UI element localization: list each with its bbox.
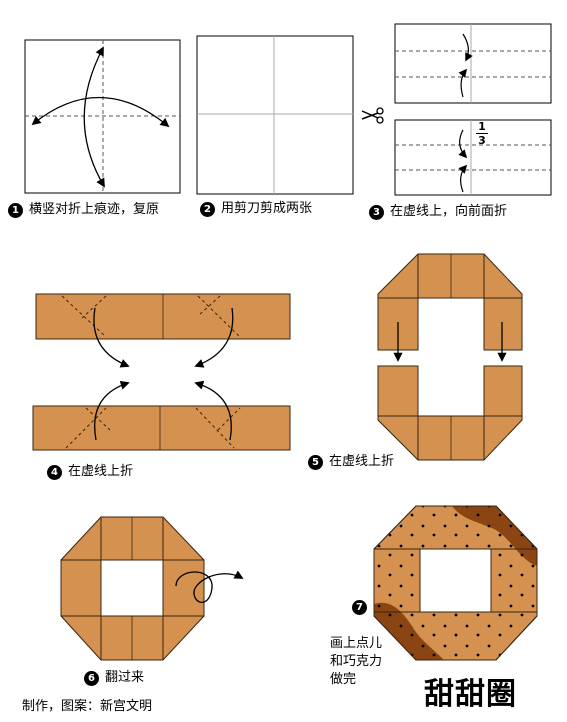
step-4-label: 4 在虚线上折 (47, 464, 133, 480)
step-4-number: 4 (47, 464, 62, 480)
step7-donut (373, 505, 538, 661)
step-3-label: 3 在虚线上，向前面折 (369, 204, 507, 220)
step5-top-half (377, 253, 523, 362)
step-7-note-line-3: 做完 (330, 672, 357, 687)
step1-square (24, 39, 181, 194)
step-5-label: 5 在虚线上折 (308, 454, 394, 470)
step-6-text: 翻过来 (105, 670, 145, 685)
step5-bottom-half (377, 365, 523, 461)
fraction-denominator: 3 (478, 134, 486, 147)
turn-over-arrow (175, 570, 244, 603)
step-5-number: 5 (308, 454, 323, 470)
step-7-note-line-1: 画上点儿 (330, 636, 383, 651)
step2-square (196, 35, 354, 195)
page-title: 甜甜圈 (424, 677, 517, 712)
step4-strip-top (35, 293, 291, 368)
step-2-number: 2 (200, 201, 215, 217)
step3-strip-top (394, 23, 552, 104)
step-3-number: 3 (369, 204, 384, 220)
credit-line: 制作，图案：新宫文明 (22, 699, 153, 714)
step-7-label: 7 (352, 600, 367, 615)
step-2-label: 2 用剪刀剪成两张 (200, 201, 312, 217)
step-3-text: 在虚线上，向前面折 (390, 204, 508, 219)
step-7-number: 7 (352, 600, 367, 615)
step-4-text: 在虚线上折 (68, 464, 134, 479)
step4-strip-bottom (32, 380, 291, 451)
step-7-note-line-2: 和巧克力 (330, 654, 383, 669)
step6-octagon (60, 516, 244, 661)
step-1-number: 1 (8, 202, 23, 218)
step-5-text: 在虚线上折 (329, 454, 395, 469)
step-6-number: 6 (84, 670, 99, 686)
fraction-numerator: 1 (478, 120, 486, 133)
step-2-text: 用剪刀剪成两张 (221, 201, 313, 216)
scissors-icon (361, 107, 384, 124)
step3-strip-bottom (394, 119, 552, 196)
step-6-label: 6 翻过来 (84, 670, 144, 686)
one-third-fraction: 1 3 (476, 121, 488, 146)
step-1-label: 1 横竖对折上痕迹，复原 (8, 202, 159, 218)
step-1-text: 横竖对折上痕迹，复原 (29, 202, 160, 217)
vertical-fold-arrow (83, 46, 105, 188)
